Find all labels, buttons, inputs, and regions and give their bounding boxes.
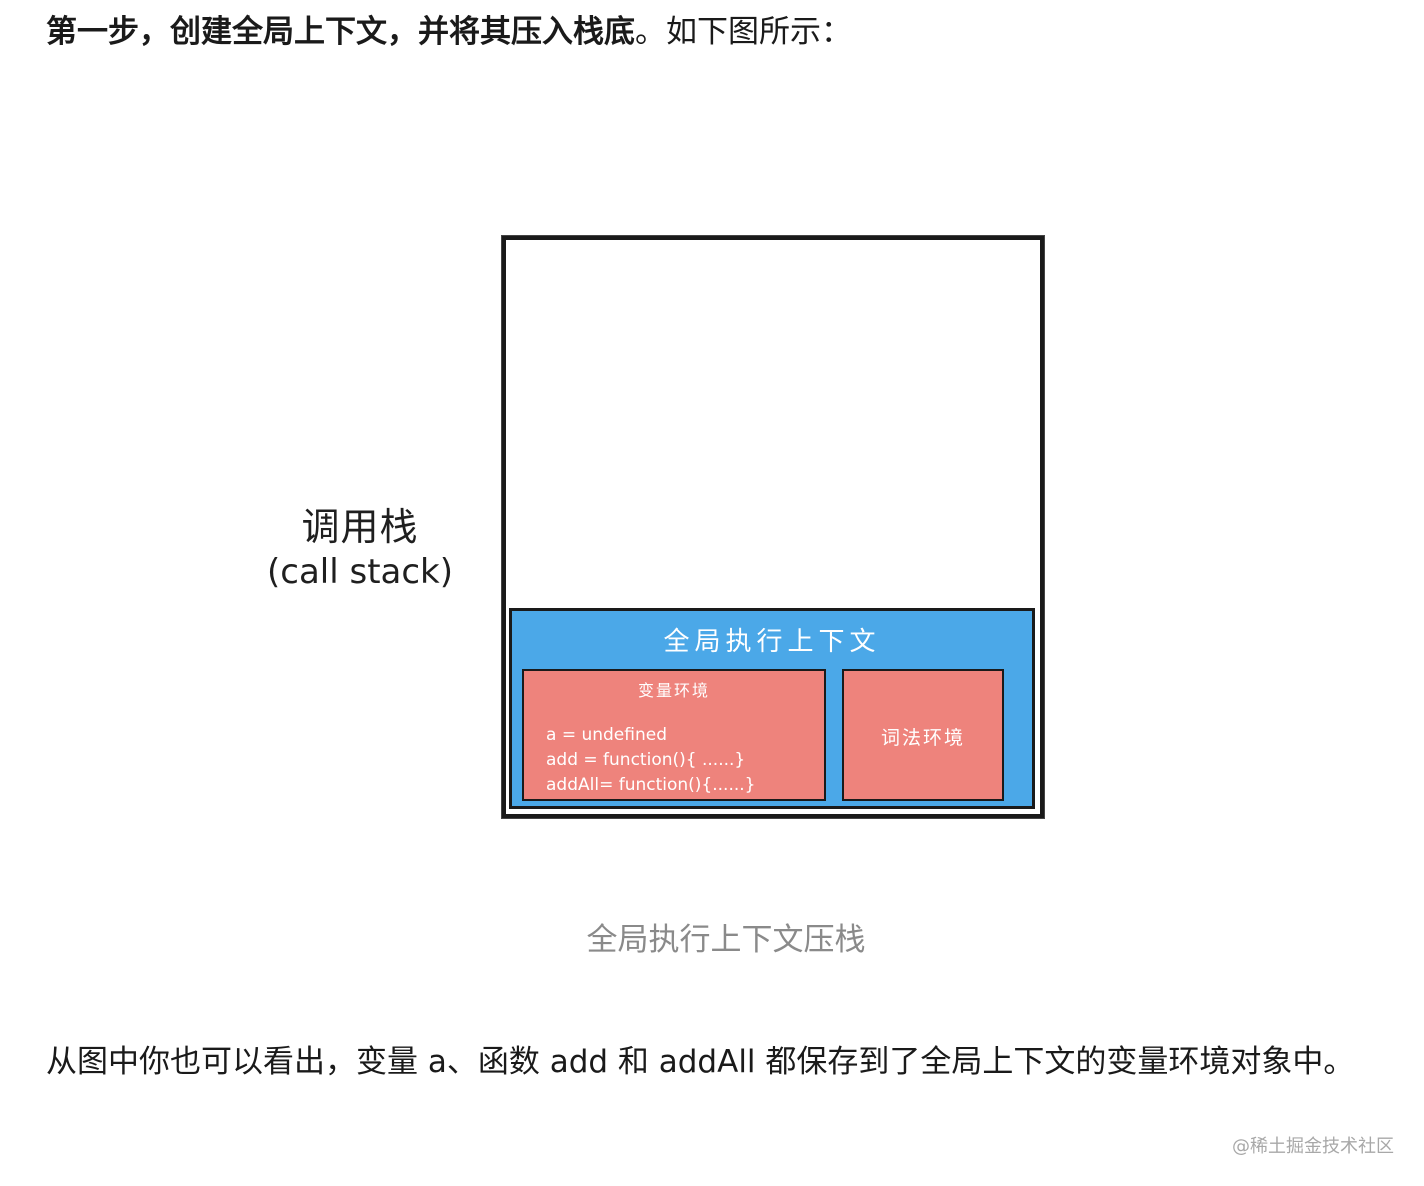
body-paragraph: 从图中你也可以看出，变量 a、函数 add 和 addAll 都保存到了全局上下… [46, 1044, 1355, 1080]
global-context-title: 全局执行上下文 [663, 627, 881, 657]
variable-environment: 变量环境 a = undefined add = function(){ ...… [522, 669, 826, 801]
lexical-environment-title: 词法环境 [880, 727, 965, 749]
site-watermark: @稀土掘金技术社区 [1232, 1136, 1394, 1157]
variable-environment-title: 变量环境 [637, 681, 710, 700]
variable-line: a = undefined [546, 725, 668, 745]
variable-line: addAll= function(){......} [546, 775, 756, 795]
global-execution-context: 全局执行上下文 变量环境 a = undefined add = functio… [509, 608, 1035, 809]
stack-label-english: (call stack) [266, 552, 454, 592]
intro-rest-text: 。如下图所示： [635, 14, 852, 50]
variable-line: add = function(){ ......} [546, 750, 746, 770]
stack-label-chinese: 调用栈 [301, 505, 419, 549]
lexical-environment: 词法环境 [842, 669, 1004, 801]
figure-caption: 全局执行上下文压栈 [586, 922, 866, 958]
intro-sentence: 第一步，创建全局上下文，并将其压入栈底。如下图所示： [46, 8, 852, 56]
variable-environment-lines: a = undefined add = function(){ ......} … [546, 723, 756, 798]
intro-bold-text: 第一步，创建全局上下文，并将其压入栈底 [46, 14, 635, 50]
